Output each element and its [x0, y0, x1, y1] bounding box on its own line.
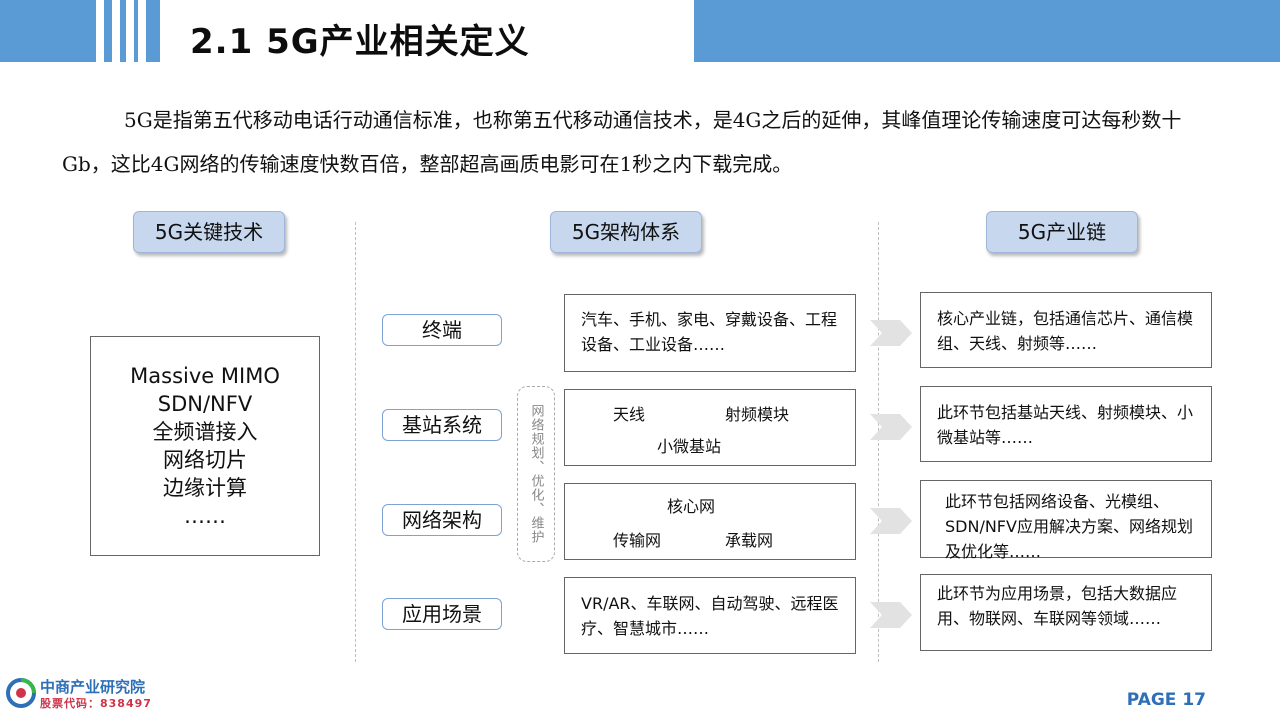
- stock-code: 股票代码：838497: [40, 697, 152, 710]
- chain-text: 此环节为应用场景，包括大数据应用、物联网、车联网等领域……: [937, 584, 1178, 628]
- chevron-right-icon: [870, 602, 912, 628]
- key-tech-item: 全频谱接入: [152, 420, 258, 444]
- divider: [878, 222, 879, 662]
- chain-text: 此环节包括基站天线、射频模块、小微基站等……: [937, 403, 1194, 447]
- layer-label-application: 应用场景: [382, 598, 502, 630]
- key-tech-item: Massive MIMO: [130, 364, 280, 388]
- base-station-detail-box: 天线 射频模块 小微基站: [564, 389, 856, 466]
- section-industry-chain: 5G产业链: [986, 211, 1138, 253]
- chain-box-network: 此环节包括网络设备、光模组、SDN/NFV应用解决方案、网络规划及优化等……: [920, 480, 1212, 561]
- company-name: 中商产业研究院: [40, 678, 146, 696]
- chain-box-base-station: 此环节包括基站天线、射频模块、小微基站等……: [920, 386, 1212, 462]
- detail-antenna: 天线: [613, 405, 646, 424]
- chain-box-core: 核心产业链，包括通信芯片、通信模组、天线、射频等……: [920, 292, 1212, 368]
- header-bar-left: [0, 0, 96, 62]
- layer-label-base-station: 基站系统: [382, 409, 502, 441]
- terminal-detail-box: 汽车、手机、家电、穿戴设备、工程设备、工业设备……: [564, 294, 856, 372]
- section-architecture: 5G架构体系: [550, 211, 702, 253]
- chain-text: 此环节包括网络设备、光模组、SDN/NFV应用解决方案、网络规划及优化等……: [945, 492, 1193, 561]
- chevron-right-icon: [870, 320, 912, 346]
- chain-box-application: 此环节为应用场景，包括大数据应用、物联网、车联网等领域……: [920, 574, 1212, 651]
- chevron-right-icon: [870, 508, 912, 534]
- company-logo-icon: [6, 678, 36, 708]
- key-tech-item: 网络切片: [163, 448, 247, 472]
- terminal-detail: 汽车、手机、家电、穿戴设备、工程设备、工业设备……: [581, 310, 838, 354]
- key-tech-item: ……: [184, 504, 226, 528]
- header-stripe: [104, 0, 112, 62]
- chevron-right-icon: [870, 414, 912, 440]
- header-bar-right: [694, 0, 1280, 62]
- detail-rf-module: 射频模块: [725, 405, 790, 424]
- key-tech-item: 边缘计算: [163, 476, 247, 500]
- chain-text: 核心产业链，包括通信芯片、通信模组、天线、射频等……: [937, 309, 1194, 353]
- header-stripe: [134, 0, 138, 62]
- header-stripe: [146, 0, 160, 62]
- detail-small-cell: 小微基站: [657, 437, 722, 456]
- divider: [355, 222, 356, 662]
- detail-core-network: 核心网: [667, 497, 716, 516]
- layer-label-terminal: 终端: [382, 314, 502, 346]
- page-number: PAGE 17: [1126, 690, 1206, 710]
- section-key-tech: 5G关键技术: [133, 211, 285, 253]
- intro-paragraph: 5G是指第五代移动电话行动通信标准，也称第五代移动通信技术，是4G之后的延伸，其…: [62, 108, 1182, 176]
- application-detail-box: VR/AR、车联网、自动驾驶、远程医疗、智慧城市……: [564, 577, 856, 654]
- key-tech-list: Massive MIMO SDN/NFV 全频谱接入 网络切片 边缘计算 ……: [90, 336, 320, 556]
- network-detail-box: 核心网 传输网 承载网: [564, 483, 856, 560]
- application-detail: VR/AR、车联网、自动驾驶、远程医疗、智慧城市……: [581, 594, 839, 638]
- key-tech-item: SDN/NFV: [157, 392, 253, 416]
- header-stripe: [120, 0, 126, 62]
- network-maintenance-note: 网络规划、优化、维护: [517, 386, 555, 562]
- detail-transport-network: 传输网: [613, 531, 662, 550]
- layer-label-network: 网络架构: [382, 504, 502, 536]
- detail-bearer-network: 承载网: [725, 531, 774, 550]
- page-title: 2.1 5G产业相关定义: [190, 22, 530, 62]
